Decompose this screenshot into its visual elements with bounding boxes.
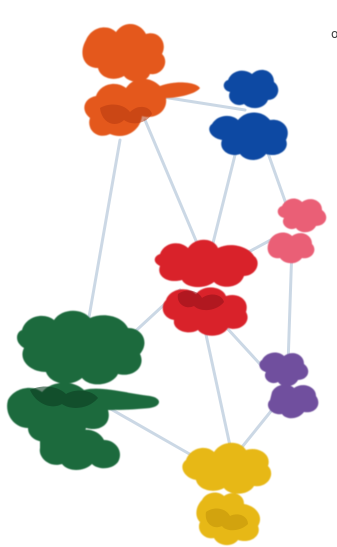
link-red-yellow [205,330,232,455]
green-blob-cluster [7,311,159,470]
purple-blob-cluster [259,353,318,419]
pink-blob-cluster [268,199,327,264]
corner-mark: o [331,28,337,40]
blue-blob-cluster [209,70,288,160]
link-orange-red [145,120,205,262]
link-orange-green [85,140,120,340]
red-blob-cluster [155,240,258,336]
yellow-blob-cluster [182,443,271,545]
